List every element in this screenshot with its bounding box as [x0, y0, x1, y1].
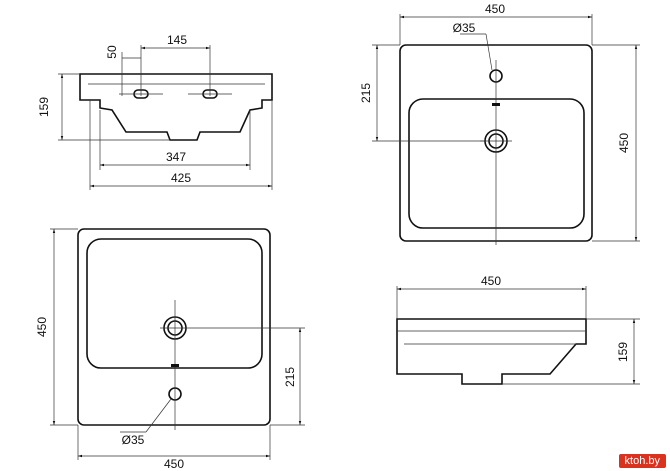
- dim-50: 50: [105, 45, 119, 59]
- dim-450-left: 450: [35, 317, 49, 337]
- dim-159: 159: [616, 342, 630, 362]
- dim-d35: Ø35: [453, 21, 476, 35]
- side-view: 450 159: [396, 274, 640, 385]
- dim-215: 215: [283, 367, 297, 387]
- dim-450-right: 450: [617, 133, 631, 153]
- dim-159: 159: [37, 97, 51, 117]
- dim-215: 215: [359, 83, 373, 103]
- dim-450-top: 450: [481, 274, 501, 288]
- front-view: 50 145 159 347 425: [37, 33, 273, 190]
- dim-d35: Ø35: [122, 433, 145, 447]
- dim-450-top: 450: [485, 2, 505, 16]
- top-view-right: 450 Ø35 215 450: [359, 2, 640, 245]
- watermark-badge: ktoh.by: [618, 454, 666, 468]
- top-view-left: 450 215 Ø35 450: [35, 228, 305, 471]
- dim-347: 347: [166, 150, 186, 164]
- dim-450-bottom: 450: [164, 457, 184, 471]
- dim-145: 145: [167, 33, 187, 47]
- dim-425: 425: [171, 171, 191, 185]
